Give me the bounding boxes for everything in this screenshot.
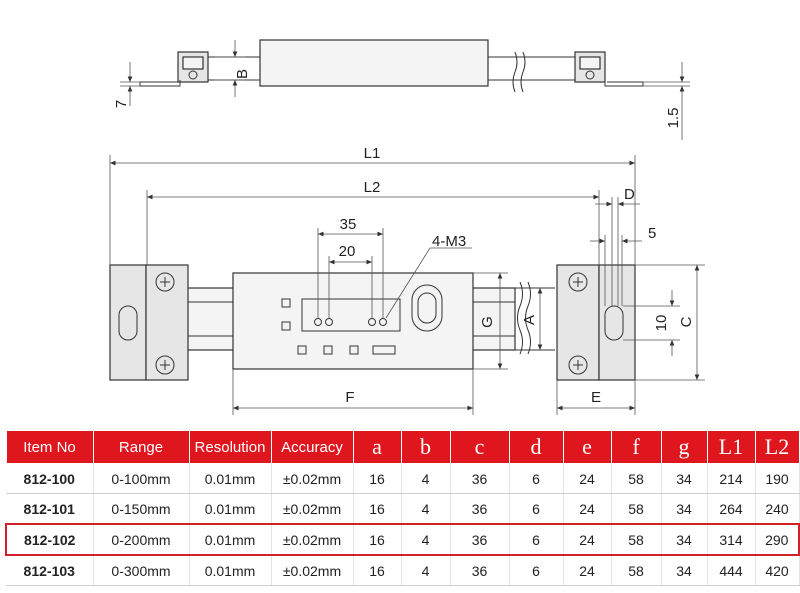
dim-b-label: B [234,69,251,79]
header-l2: L2 [754,430,800,464]
cell-c: 36 [450,463,510,494]
cell-b: 4 [401,463,451,494]
dim-l1-label: L1 [364,145,381,162]
cell-item-no: 812-102 [5,523,94,556]
cell-g: 34 [661,555,708,586]
cell-range: 0-100mm [93,463,190,494]
header-f: f [610,430,662,464]
cell-resolution: 0.01mm [189,555,272,586]
dim-c-label: C [678,316,695,327]
dim-d-label: D [624,186,635,203]
header-g: g [660,430,708,464]
cell-f: 58 [611,493,662,525]
header-item-no: Item No [5,430,94,464]
cell-d: 6 [509,463,564,494]
cell-g: 34 [661,463,708,494]
table-header-row: Item No Range Resolution Accuracy a b c … [5,430,800,464]
front-left-mount [109,264,147,381]
cell-f: 58 [611,523,662,556]
header-c: c [449,430,510,464]
spec-table: Item No Range Resolution Accuracy a b c … [5,430,800,586]
dim-e-label: E [591,389,601,406]
cell-f: 58 [611,555,662,586]
dim-g-label: G [479,316,496,328]
cell-a: 16 [353,493,402,525]
cell-e: 24 [563,463,612,494]
cell-l2: 240 [755,493,800,525]
cell-a: 16 [353,523,402,556]
dim-10-label: 10 [653,315,670,332]
header-range: Range [92,430,190,464]
cell-g: 34 [661,523,708,556]
front-view: L1 L2 D 5 35 20 4-M3 G [109,145,705,415]
header-e: e [562,430,612,464]
header-accuracy: Accuracy [270,430,354,464]
dim-35-label: 35 [340,216,357,233]
cell-l2: 190 [755,463,800,494]
cell-b: 4 [401,523,451,556]
cell-resolution: 0.01mm [189,493,272,525]
cell-c: 36 [450,555,510,586]
cell-g: 34 [661,493,708,525]
cell-item-no: 812-101 [6,493,94,525]
cell-l2: 290 [755,523,800,556]
header-d: d [508,430,564,464]
cell-range: 0-150mm [93,493,190,525]
cell-item-no: 812-100 [6,463,94,494]
cell-l1: 214 [707,463,756,494]
header-l1: L1 [706,430,756,464]
cell-a: 16 [353,463,402,494]
cell-e: 24 [563,493,612,525]
header-resolution: Resolution [188,430,272,464]
cell-l1: 264 [707,493,756,525]
cell-accuracy: ±0.02mm [271,523,354,556]
dim-l2-label: L2 [364,179,381,196]
dim-5-label: 5 [648,225,656,242]
side-view: B 7 1.5 [113,39,690,140]
cell-accuracy: ±0.02mm [271,463,354,494]
cell-e: 24 [563,523,612,556]
cell-f: 58 [611,463,662,494]
dim-a-label: A [521,315,538,325]
cell-e: 24 [563,555,612,586]
cell-a: 16 [353,555,402,586]
cell-accuracy: ±0.02mm [271,555,354,586]
cell-range: 0-300mm [93,555,190,586]
cell-c: 36 [450,493,510,525]
dim-20-label: 20 [339,243,356,260]
cell-d: 6 [509,555,564,586]
cell-resolution: 0.01mm [189,523,272,556]
dim-f-label: F [345,389,354,406]
cell-range: 0-200mm [93,523,190,556]
cell-b: 4 [401,493,451,525]
front-slider-block [232,272,474,370]
cell-l1: 444 [707,555,756,586]
cell-l1: 314 [707,523,756,556]
cell-l2: 420 [755,555,800,586]
cell-b: 4 [401,555,451,586]
cell-d: 6 [509,523,564,556]
dim-7-label: 7 [113,100,130,108]
cell-c: 36 [450,523,510,556]
header-b: b [400,430,451,464]
cell-d: 6 [509,493,564,525]
cell-accuracy: ±0.02mm [271,493,354,525]
technical-drawing: B 7 1.5 [109,39,705,415]
dim-4m3-label: 4-M3 [432,233,466,250]
cell-item-no: 812-103 [6,555,94,586]
cell-resolution: 0.01mm [189,463,272,494]
header-a: a [352,430,402,464]
side-scale-body [259,39,489,87]
dim-1-5-label: 1.5 [665,108,682,129]
